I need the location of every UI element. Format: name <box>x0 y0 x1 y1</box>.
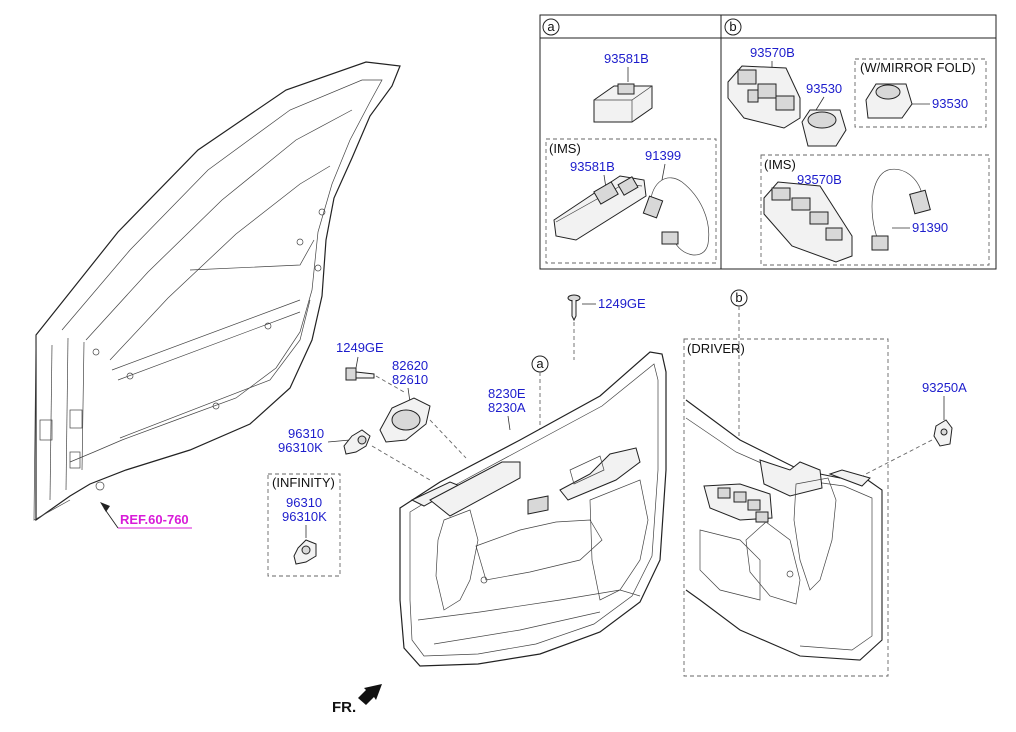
inset-b-ims-harness: 91390 <box>912 220 948 235</box>
driver-label: (DRIVER) <box>687 341 745 356</box>
driver-callout-b: b <box>735 290 742 305</box>
speaker-part-1: 96310 <box>288 426 324 441</box>
inset-b-part-knob: 93530 <box>806 81 842 96</box>
door-frame: REF.60-760 <box>33 61 401 529</box>
door-trim-panel: 8230E 8230A a <box>399 351 667 667</box>
inset-b-mirror-label: (W/MIRROR FOLD) <box>860 60 976 75</box>
inset-a-switch: 93581B <box>593 51 653 123</box>
inset-b-ims-label: (IMS) <box>764 157 796 172</box>
infinity-part-1: 96310 <box>286 495 322 510</box>
driver-box: b (DRIVER) <box>683 289 889 677</box>
speaker-part-2: 96310K <box>278 440 323 455</box>
screw-top-part: 1249GE <box>598 296 646 311</box>
inner-handle: 82620 82610 <box>379 358 467 459</box>
screw-top: 1249GE <box>567 294 646 360</box>
trim-callout-a: a <box>536 356 544 371</box>
speaker: 96310 96310K <box>278 426 431 481</box>
inset-b-ims: (IMS) 93570B 91390 <box>760 154 990 266</box>
infinity-box: (INFINITY) 96310 96310K <box>267 473 341 577</box>
infinity-label: (INFINITY) <box>272 475 335 490</box>
inset-a-part-top: 93581B <box>604 51 649 66</box>
handle-part-2: 82610 <box>392 372 428 387</box>
inset-a-callout: a <box>547 19 555 34</box>
trim-part-1: 8230E <box>488 386 526 401</box>
screw-left-part: 1249GE <box>336 340 384 355</box>
inset-b-mirror-part: 93530 <box>932 96 968 111</box>
fr-label: FR. <box>332 699 356 716</box>
inset-a-ims-label: (IMS) <box>549 141 581 156</box>
screw-left: 1249GE <box>336 340 405 393</box>
fr-arrow-icon <box>358 684 382 705</box>
inset-box: a b <box>539 14 997 270</box>
infinity-part-2: 96310K <box>282 509 327 524</box>
inset-b-ims-switch: 93570B <box>797 172 842 187</box>
inset-b-part-main: 93570B <box>750 45 795 60</box>
handle-part-1: 82620 <box>392 358 428 373</box>
inset-b-mirror: (W/MIRROR FOLD) 93530 <box>854 58 987 128</box>
inset-a-ims: (IMS) 93581B 91399 <box>545 138 717 264</box>
inset-a-ims-harness: 91399 <box>645 148 681 163</box>
trim-part-2: 8230A <box>488 400 526 415</box>
ref-label[interactable]: REF.60-760 <box>120 512 189 527</box>
inset-b-callout: b <box>729 19 736 34</box>
clip: 93250A <box>861 380 967 477</box>
inset-b-switch: 93570B 93530 <box>727 45 847 147</box>
inset-a-ims-switch: 93581B <box>570 159 615 174</box>
clip-part: 93250A <box>922 380 967 395</box>
fr-indicator: FR. <box>332 684 382 716</box>
